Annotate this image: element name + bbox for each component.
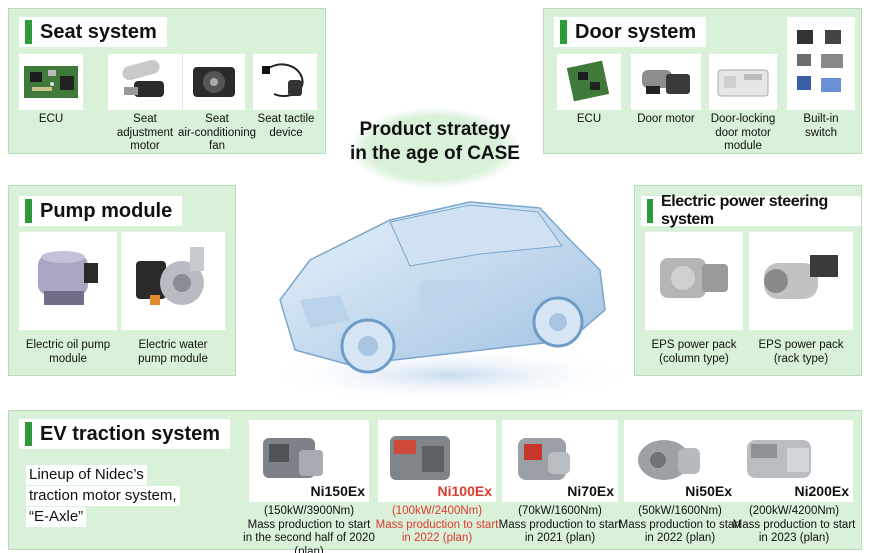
title-accent-bar: [25, 20, 32, 44]
ev-card-ni70ex: Ni70Ex: [502, 420, 618, 502]
title-accent-bar: [25, 199, 32, 223]
e-axle-icon: [263, 438, 323, 478]
ev-plan-text: Mass production to start in 2022 (plan): [618, 518, 742, 545]
seat-system-title: Seat system: [19, 17, 167, 47]
headline-line-1: Product strategy: [359, 119, 511, 140]
ev-card-ni200ex: Ni200Ex: [735, 420, 853, 502]
motor-icon: [122, 59, 164, 97]
ev-card-ni50ex: Ni50Ex: [624, 420, 736, 502]
seat-ecu-image: [19, 54, 83, 110]
door-locking-module-image: [709, 54, 777, 110]
ev-traction-title: EV traction system: [19, 419, 231, 449]
ev-spec-ni200ex: (200kW/4200Nm) Mass production to start …: [727, 505, 861, 546]
headline-line-2: in the age of CASE: [350, 143, 520, 164]
pump-icon: [136, 247, 204, 305]
e-axle-icon: [518, 438, 570, 480]
ev-card-ni150ex: Ni150Ex: [249, 420, 369, 502]
eps-title-text: Electric power steering system: [660, 193, 828, 228]
ev-name-ni50ex: Ni50Ex: [685, 483, 732, 499]
ev-traction-title-text: EV traction system: [40, 422, 221, 445]
ev-name-ni70ex: Ni70Ex: [567, 483, 614, 499]
fan-icon: [193, 67, 235, 97]
seat-fan-image: [183, 54, 245, 110]
lineup-text: Lineup of Nidec’s traction motor system,…: [26, 465, 180, 528]
headline: Product strategy in the age of CASE: [330, 118, 540, 166]
motor-icon: [642, 70, 690, 94]
eps-rack-image: [749, 232, 853, 330]
ev-spec-ni70ex: (70kW/1600Nm) Mass production to start i…: [494, 505, 626, 546]
pump-icon: [38, 251, 98, 305]
switch-icon: [797, 29, 843, 92]
cable-device-icon: [262, 63, 304, 97]
door-ecu-caption: ECU: [576, 113, 602, 125]
e-axle-icon: [747, 440, 811, 478]
door-ecu-image: [557, 54, 621, 110]
eps-panel: Electric power steering system EPS power…: [634, 185, 862, 376]
ev-name-ni200ex: Ni200Ex: [794, 483, 849, 499]
circuit-board-icon: [24, 66, 78, 98]
eps-pack-icon: [660, 258, 728, 298]
built-in-switch-caption: Built-in switch: [803, 113, 839, 139]
seat-ecu-caption: ECU: [38, 113, 64, 125]
e-axle-icon: [390, 436, 450, 480]
seat-tactile-device-caption: Seat tactile device: [257, 113, 315, 139]
lineup-line-2: traction motor system,: [26, 486, 180, 506]
headline-background: [350, 108, 520, 188]
title-accent-bar: [25, 422, 32, 446]
lineup-line-3: “E-Axle”: [26, 507, 87, 527]
car-xray-image: [260, 201, 640, 403]
eps-rack-caption: EPS power pack (rack type): [758, 339, 844, 365]
ev-plan-text: Mass production to start in 2022 (plan): [375, 518, 499, 545]
lineup-line-1: Lineup of Nidec’s: [26, 465, 147, 485]
eps-title: Electric power steering system: [641, 193, 861, 228]
ev-spec-text: (200kW/4200Nm): [748, 505, 840, 517]
ev-spec-text: (50kW/1600Nm): [638, 505, 722, 517]
pump-module-title-text: Pump module: [40, 199, 173, 222]
door-motor-caption: Door motor: [637, 113, 695, 125]
car-illustration: [240, 150, 640, 410]
seat-adjustment-motor-image: [108, 54, 182, 110]
ev-spec-ni100ex: (100kW/2400Nm) Mass production to start …: [370, 505, 504, 546]
seat-fan-caption: Seat air-conditioning fan: [178, 113, 256, 152]
ev-spec-ni150ex: (150kW/3900Nm) Mass production to start …: [237, 505, 381, 553]
pump-module-title: Pump module: [19, 196, 183, 226]
built-in-switch-image: [787, 17, 855, 110]
e-axle-icon: [638, 440, 700, 480]
lock-module-icon: [717, 69, 769, 97]
ev-spec-ni50ex: (50kW/1600Nm) Mass production to start i…: [614, 505, 746, 546]
ev-plan-text: Mass production to start in 2021 (plan): [498, 518, 622, 545]
ev-plan-text: Mass production to start in the second h…: [243, 518, 375, 553]
seat-tactile-device-image: [253, 54, 317, 110]
ev-plan-text: Mass production to start in 2023 (plan): [732, 518, 856, 545]
seat-system-title-text: Seat system: [40, 20, 157, 43]
electric-oil-pump-caption: Electric oil pump module: [25, 339, 111, 365]
ev-name-ni100ex: Ni100Ex: [437, 483, 492, 499]
circuit-board-icon: [566, 60, 610, 102]
ev-spec-text: (70kW/1600Nm): [518, 505, 602, 517]
door-system-panel: Door system ECU Door motor Door-locking …: [543, 8, 862, 154]
eps-pack-icon: [764, 255, 838, 299]
electric-water-pump-image: [121, 232, 225, 330]
ev-spec-text: (150kW/3900Nm): [263, 505, 355, 517]
pump-module-panel: Pump module Electric oil pump module Ele…: [8, 185, 236, 376]
door-system-title-text: Door system: [575, 20, 697, 43]
ev-card-ni100ex: Ni100Ex: [378, 420, 496, 502]
eps-column-image: [645, 232, 743, 330]
seat-adjustment-motor-caption: Seat adjustment motor: [116, 113, 174, 152]
electric-oil-pump-image: [19, 232, 117, 330]
seat-system-panel: Seat system ECU Seat adjustment motor Se…: [8, 8, 326, 154]
title-accent-bar: [560, 20, 567, 44]
title-accent-bar: [647, 199, 653, 223]
door-locking-module-caption: Door-locking door motor module: [710, 113, 776, 152]
ev-name-ni150ex: Ni150Ex: [310, 483, 365, 499]
ev-spec-text: (100kW/2400Nm): [391, 505, 483, 517]
eps-column-caption: EPS power pack (column type): [651, 339, 737, 365]
door-motor-image: [631, 54, 701, 110]
electric-water-pump-caption: Electric water pump module: [138, 339, 208, 365]
door-system-title: Door system: [554, 17, 707, 47]
